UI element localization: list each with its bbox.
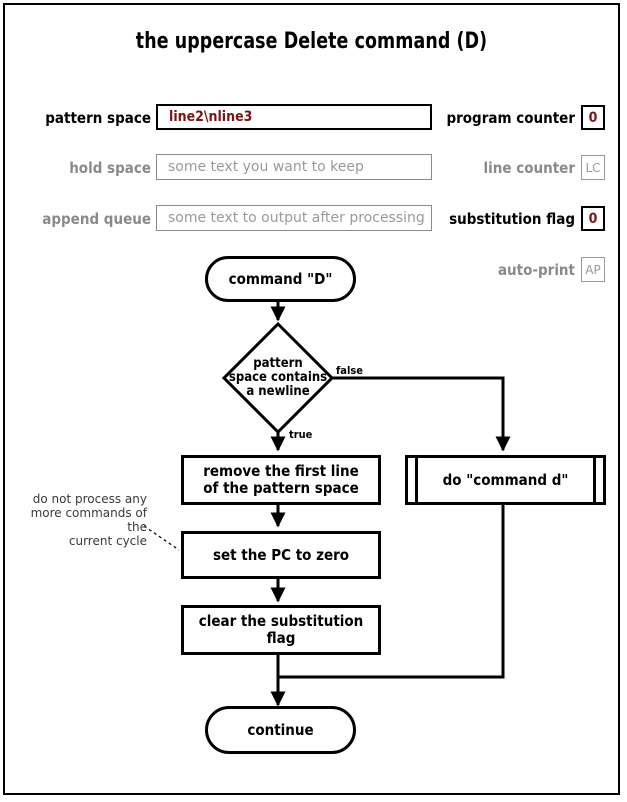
diagram-frame: the uppercase Delete command (D) pattern… [3, 3, 620, 795]
hold-space-label: hold space [69, 159, 151, 177]
substitution-flag-box[interactable]: 0 [581, 206, 605, 231]
flow-start-node[interactable]: command "D" [205, 256, 356, 302]
flow-annotation: do not process any more commands of the … [17, 492, 147, 548]
subroutine-bar-left [415, 458, 418, 502]
pattern-space-value: line2\nline3 [169, 109, 253, 125]
page-title: the uppercase Delete command (D) [135, 29, 488, 54]
flow-step-remove-first-line[interactable]: remove the first line of the pattern spa… [181, 455, 381, 505]
annotation-leader-line [143, 525, 180, 551]
flow-step-remove-line-1: remove the first line [203, 462, 359, 480]
flow-end-label: continue [247, 720, 314, 739]
flow-step-clear-line-1: clear the substitution [198, 612, 364, 630]
append-queue-field[interactable]: some text to output after processing [156, 205, 432, 231]
flow-annotation-line-1: do not process any [32, 492, 147, 506]
flow-decision-line-1: pattern [253, 356, 303, 371]
auto-print-label: auto-print [497, 261, 575, 279]
flow-annotation-line-2: more commands of the [30, 506, 147, 534]
flow-end-node[interactable]: continue [205, 706, 356, 754]
subroutine-bar-right [593, 458, 596, 502]
program-counter-value: 0 [588, 109, 598, 126]
flow-decision-line-2: space contains [228, 370, 328, 385]
edge-label-false: false [336, 364, 363, 377]
substitution-flag-value: 0 [588, 210, 598, 227]
line-counter-label: line counter [483, 159, 575, 177]
program-counter-box[interactable]: 0 [581, 105, 605, 130]
flow-step-set-pc-zero-label: set the PC to zero [212, 545, 350, 564]
flow-step-clear-line-2: flag [266, 629, 296, 647]
flow-step-do-command-d[interactable]: do "command d" [405, 455, 606, 505]
pattern-space-label: pattern space [45, 109, 151, 127]
append-queue-placeholder: some text to output after processing [168, 210, 425, 226]
line-counter-box[interactable]: LC [581, 155, 605, 180]
line-counter-value: LC [585, 160, 601, 175]
substitution-flag-label: substitution flag [449, 210, 575, 228]
flow-step-set-pc-zero[interactable]: set the PC to zero [181, 531, 381, 579]
flow-annotation-line-3: current cycle [68, 534, 147, 548]
flow-step-do-command-d-label: do "command d" [442, 470, 569, 489]
auto-print-value: AP [585, 262, 601, 277]
hold-space-field[interactable]: some text you want to keep [156, 154, 432, 180]
program-counter-label: program counter [446, 109, 575, 127]
edge-label-true: true [289, 428, 313, 441]
auto-print-box[interactable]: AP [581, 257, 605, 282]
flow-step-clear-subst-flag[interactable]: clear the substitution flag [181, 605, 381, 655]
pattern-space-field[interactable]: line2\nline3 [156, 104, 432, 130]
hold-space-placeholder: some text you want to keep [168, 159, 364, 175]
append-queue-label: append queue [42, 210, 151, 228]
flow-step-remove-line-2: of the pattern space [203, 479, 359, 497]
flow-decision-line-3: a newline [246, 384, 310, 399]
flowchart-connectors [143, 301, 511, 707]
flow-decision-label: pattern space contains a newline [216, 357, 340, 399]
flow-start-label: command "D" [228, 269, 333, 288]
